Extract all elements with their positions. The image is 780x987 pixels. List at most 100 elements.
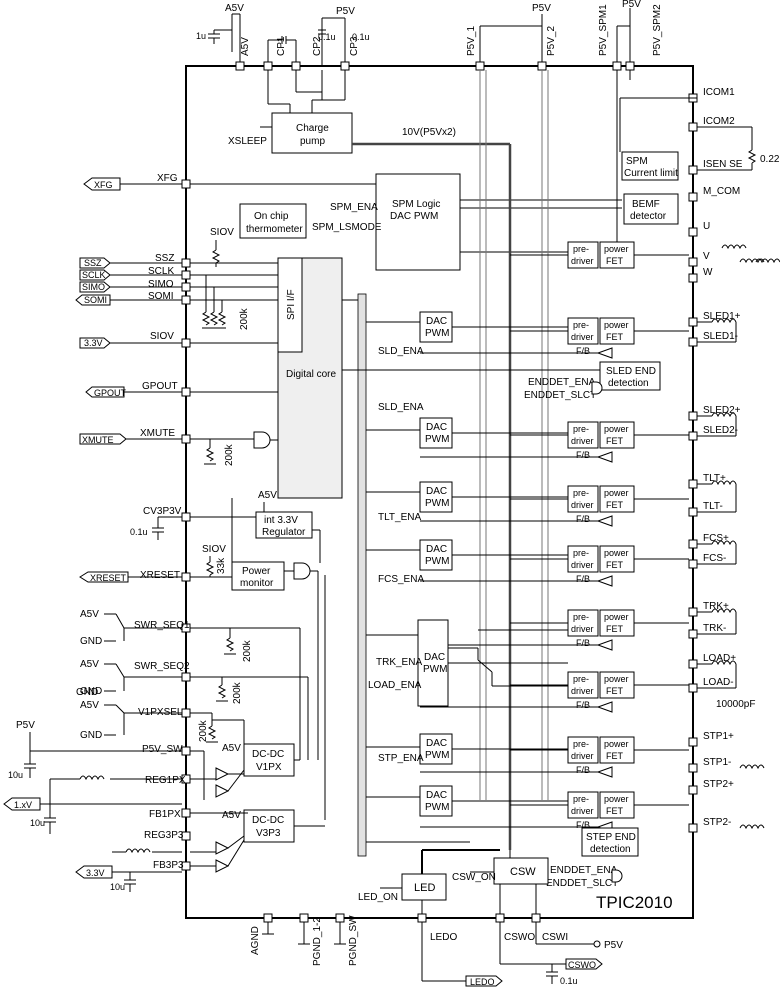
- pin-trkm-box: [688, 629, 698, 639]
- p5v-input: P5V: [16, 720, 35, 731]
- dac-pwm-6: [419, 785, 453, 817]
- pre-driver-label2-1: driver: [571, 332, 594, 342]
- pre-driver-label2-6: driver: [571, 686, 594, 696]
- pin-p5vsw: P5V_SW: [142, 744, 183, 755]
- pin-swrseq2: SWR_SEQ2: [134, 661, 190, 672]
- coil-2: [711, 480, 737, 486]
- port-sclk: SCLK: [82, 270, 106, 280]
- pin-fcsp-box: [688, 539, 698, 549]
- fb-label-8: F/B: [576, 820, 590, 830]
- spm-limit-label-2: Current limit: [624, 168, 678, 179]
- port-3.3v-a: 3.3V: [84, 338, 103, 348]
- fb-label-6: F/B: [576, 700, 590, 710]
- cap-1u: 1u: [196, 31, 206, 41]
- pin-pgndsw: PGND_SW: [348, 915, 359, 966]
- dac-label2-5: PWM: [425, 750, 449, 761]
- bemf-label-2: detector: [630, 211, 667, 222]
- digital-core-block: SPI I/F Digital core 200k: [190, 257, 343, 499]
- power-fet-label1-4: power: [604, 548, 629, 558]
- pin-stp1m: STP1-: [703, 757, 731, 768]
- power-monitor-label-2: monitor: [240, 578, 274, 589]
- pre-driver-0: [567, 241, 599, 269]
- pin-cp2: CP2: [312, 36, 323, 56]
- dac-label1-2: DAC: [426, 486, 447, 497]
- led-on-label: LED_ON: [358, 892, 398, 903]
- pin-isense-box: [688, 165, 698, 175]
- pin-sled2m-box: [688, 431, 698, 441]
- coil-w: [755, 258, 780, 264]
- port-simo: SIMO: [82, 282, 105, 292]
- spm-logic-label-2: DAC PWM: [390, 211, 438, 222]
- dac-label1-4: DAC: [424, 652, 445, 663]
- res-200k-xmute: 200k: [224, 443, 235, 466]
- pin-cv3p3v: CV3P3V: [143, 506, 182, 517]
- pin-sled2m: SLED2-: [703, 425, 738, 436]
- step-end-label-2: detection: [590, 844, 631, 855]
- power-fet-label2-4: FET: [606, 560, 624, 570]
- rail-p5v-mid: P5V: [532, 3, 551, 14]
- pin-stp1m-box: [688, 763, 698, 773]
- pin-v: V: [703, 251, 710, 262]
- pin-swrseq1: SWR_SEQ1: [134, 620, 190, 631]
- charge-pump-block: Charge pump XSLEEP 10V(P5Vx2): [228, 70, 510, 154]
- rail-a5v-top: A5V: [225, 3, 244, 14]
- pin-ssz: SSZ: [155, 253, 174, 264]
- charge-pump-label-2: pump: [300, 136, 325, 147]
- power-fet-label1-3: power: [604, 488, 629, 498]
- siov-33k: SIOV: [202, 544, 226, 555]
- pin-icom2: ICOM2: [703, 116, 735, 127]
- xsleep-label: XSLEEP: [228, 136, 267, 147]
- spm-logic-label-1: SPM Logic: [392, 199, 440, 210]
- cap-10u-c: 10u: [110, 882, 125, 892]
- power-fet-label2-5: FET: [606, 624, 624, 634]
- pin-agnd: AGND: [250, 926, 261, 955]
- coil-u: [721, 244, 747, 250]
- spm-limit-label-1: SPM: [626, 156, 648, 167]
- pre-driver-label2-8: driver: [571, 806, 594, 816]
- trk-switch-b: [477, 659, 493, 673]
- a5v-seq2: A5V: [80, 659, 99, 670]
- fb-label-5: F/B: [576, 638, 590, 648]
- power-fet-8: [599, 791, 635, 819]
- pin-sled1m: SLED1-: [703, 331, 738, 342]
- pin-u-box: [688, 227, 698, 237]
- pin-loadm: LOAD-: [703, 677, 734, 688]
- pin-w-box: [688, 273, 698, 283]
- power-fet-label2-1: FET: [606, 332, 624, 342]
- pin-sled1p-box: [688, 317, 698, 327]
- dac-pwm-5: [419, 733, 453, 765]
- power-fet-label1-7: power: [604, 739, 629, 749]
- fb-label-2: F/B: [576, 450, 590, 460]
- rail-p5v-spm: P5V: [622, 0, 641, 10]
- sld-ena-2: SLD_ENA: [378, 402, 424, 413]
- pin-stp2m: STP2-: [703, 817, 731, 828]
- dcdc-a5v-1: A5V: [222, 743, 241, 754]
- cap-load: 10000pF: [716, 699, 755, 710]
- pin-simo: SIMO: [148, 279, 174, 290]
- cp-output-label: 10V(P5Vx2): [402, 127, 456, 138]
- cap-10u-a: 10u: [8, 770, 23, 780]
- pin-p5vspm1: P5V_SPM1: [598, 4, 609, 56]
- res-sense: 0.22: [760, 154, 780, 165]
- pin-cp3: CP3: [349, 36, 360, 56]
- port-xfg: XFG: [94, 180, 113, 190]
- pin-sled1p: SLED1+: [703, 311, 741, 322]
- pin-icom2-box: [688, 122, 698, 132]
- coil-stp2: [739, 824, 765, 830]
- port-somi: SOMI: [84, 295, 107, 305]
- fb-label-7: F/B: [576, 765, 590, 775]
- digital-core-label: Digital core: [286, 369, 336, 380]
- pin-xreset: XRESET: [140, 570, 180, 581]
- coil-4: [711, 608, 737, 614]
- pre-driver-6: [567, 671, 599, 699]
- pin-sled2p: SLED2+: [703, 405, 741, 416]
- dac-pwm-blocks: DACPWMDACPWMDACPWMDACPWMDACPWMDACPWMDACP…: [417, 311, 568, 817]
- power-monitor-label-1: Power: [242, 566, 271, 577]
- port-1.xv: 1.xV: [14, 800, 32, 810]
- sled-end-label-1: SLED END: [606, 366, 656, 377]
- core-bus: [342, 293, 470, 857]
- spm-ena-label: SPM_ENA: [330, 202, 378, 213]
- cap-cswo: 0.1u: [560, 976, 578, 986]
- regulator-area: A5V int 3.3V Regulator SIOV 33k Power mo…: [190, 490, 326, 820]
- dcdc1-label-1: DC-DC: [252, 749, 284, 760]
